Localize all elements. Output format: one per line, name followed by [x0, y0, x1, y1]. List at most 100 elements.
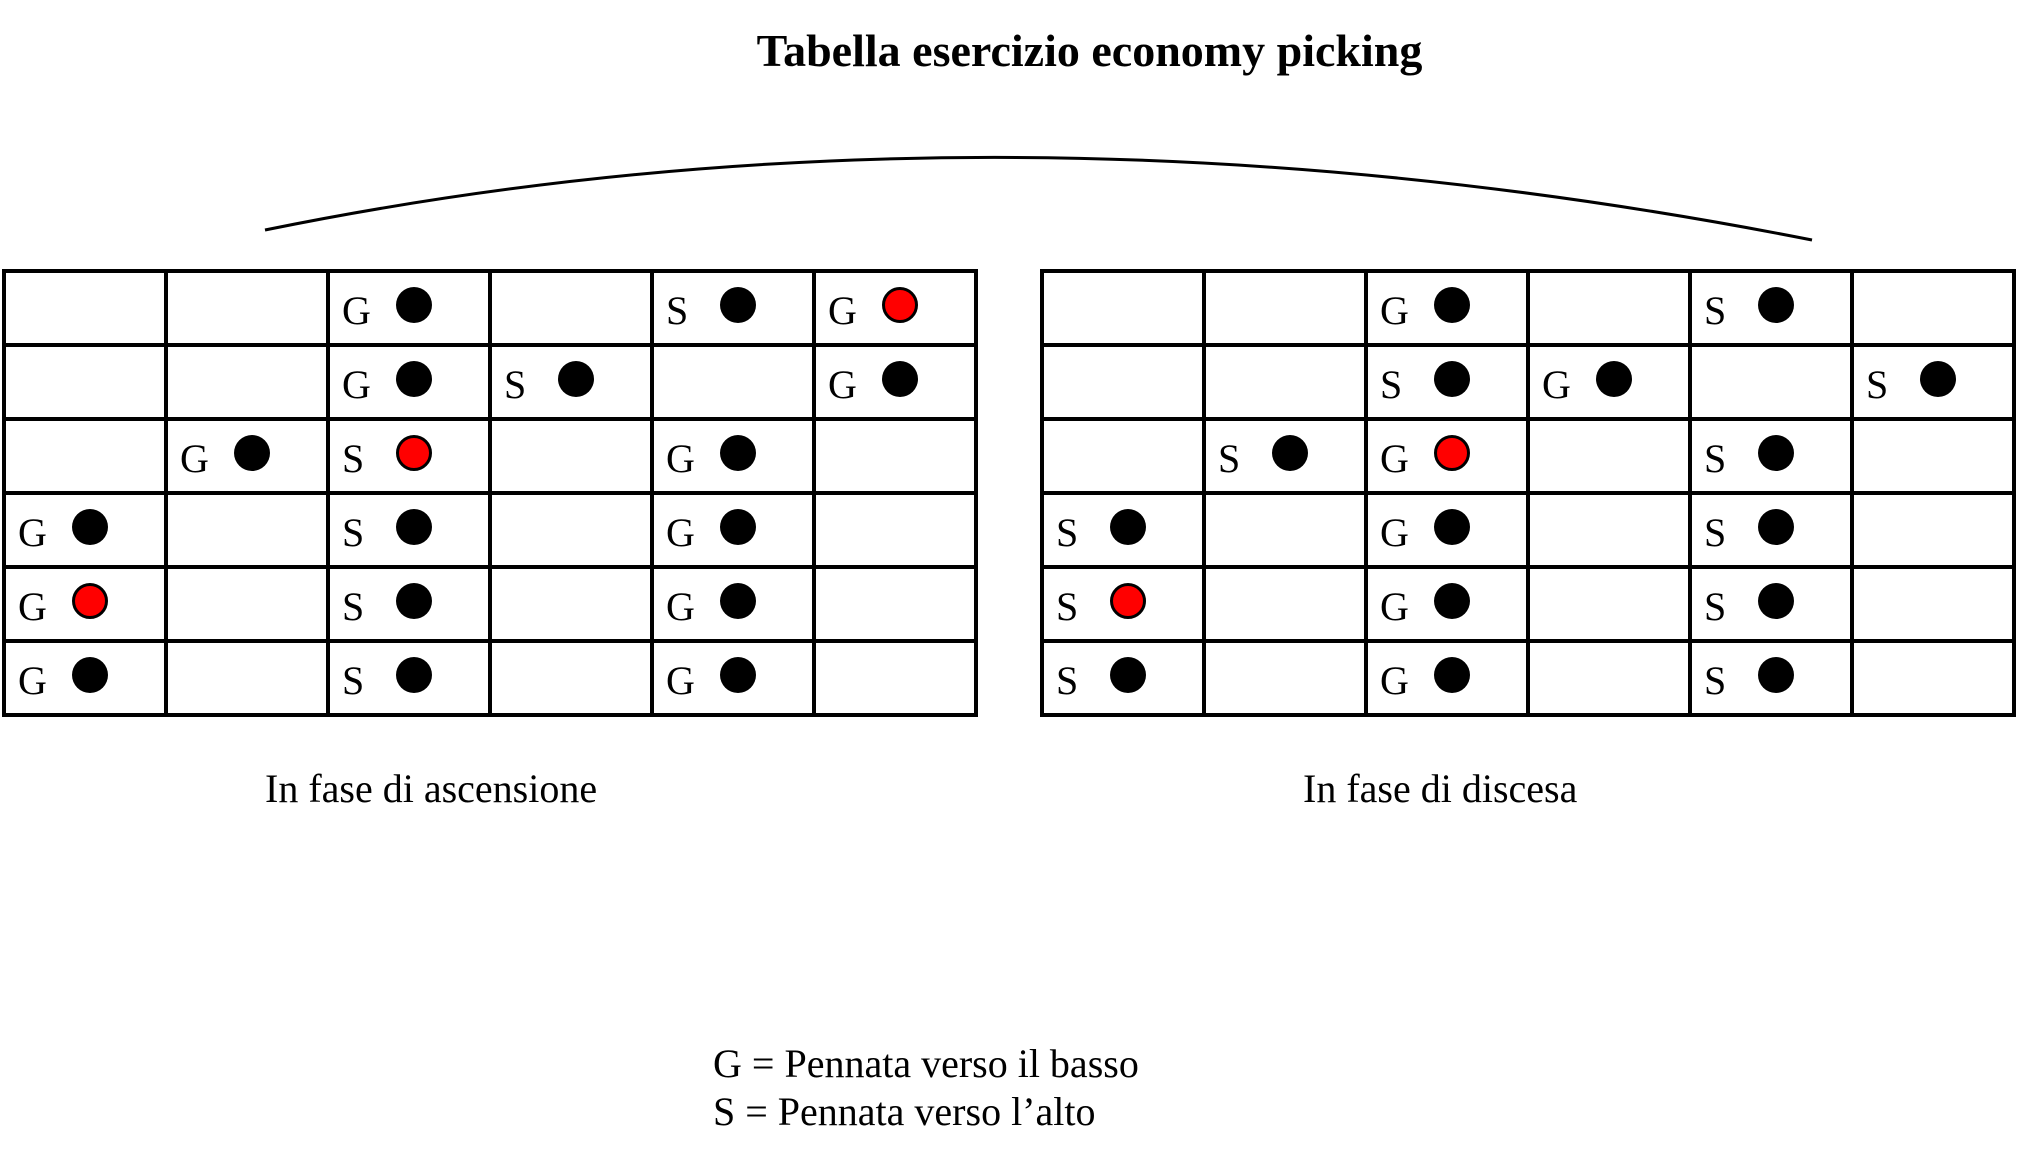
upstroke-label: S — [1704, 436, 1727, 481]
fret-cell: S — [1040, 565, 1206, 643]
legend-downstroke: G = Pennata verso il basso — [713, 1041, 1139, 1086]
downstroke-label: G — [666, 658, 695, 703]
note-dot — [1758, 583, 1794, 619]
fret-cell — [164, 491, 330, 569]
upstroke-label: S — [1056, 658, 1079, 703]
fret-cell — [1040, 269, 1206, 347]
fret-cell — [1040, 417, 1206, 495]
fret-cell — [1850, 269, 2016, 347]
fret-cell: G — [2, 491, 168, 569]
fret-cell: S — [326, 639, 492, 717]
fret-cell: S — [1202, 417, 1368, 495]
fret-cell — [1526, 491, 1692, 569]
fret-cell: G — [812, 343, 978, 421]
fret-cell — [1526, 269, 1692, 347]
fret-cell — [1526, 639, 1692, 717]
fret-cell — [2, 343, 168, 421]
fret-cell — [1850, 639, 2016, 717]
downstroke-label: G — [342, 362, 371, 407]
downstroke-label: G — [1380, 436, 1409, 481]
fret-cell — [1526, 565, 1692, 643]
upstroke-label: S — [1056, 584, 1079, 629]
upstroke-label: S — [1704, 288, 1727, 333]
ascending-caption: In fase di ascensione — [265, 766, 598, 811]
root-note-dot — [72, 583, 108, 619]
downstroke-label: G — [666, 436, 695, 481]
fret-cell — [488, 417, 654, 495]
fret-cell — [650, 343, 816, 421]
note-dot — [1758, 657, 1794, 693]
upstroke-label: S — [342, 584, 365, 629]
note-dot — [72, 657, 108, 693]
note-dot — [396, 583, 432, 619]
legend: G = Pennata verso il basso S = Pennata v… — [713, 1040, 1139, 1136]
upstroke-label: S — [1056, 510, 1079, 555]
note-dot — [396, 657, 432, 693]
note-dot — [396, 287, 432, 323]
downstroke-label: G — [828, 362, 857, 407]
note-dot — [1920, 361, 1956, 397]
note-dot — [1758, 509, 1794, 545]
note-dot — [1596, 361, 1632, 397]
fret-cell: S — [1688, 269, 1854, 347]
fret-cell — [1202, 565, 1368, 643]
root-note-dot — [396, 435, 432, 471]
downstroke-label: G — [1380, 288, 1409, 333]
fret-cell — [1202, 491, 1368, 569]
fret-cell: G — [650, 417, 816, 495]
fret-cell: G — [1364, 269, 1530, 347]
upstroke-label: S — [1704, 658, 1727, 703]
note-dot — [720, 287, 756, 323]
fret-cell — [1040, 343, 1206, 421]
fret-cell: G — [1364, 417, 1530, 495]
fret-cell: G — [1364, 491, 1530, 569]
note-dot — [882, 361, 918, 397]
upstroke-label: S — [1380, 362, 1403, 407]
downstroke-label: G — [828, 288, 857, 333]
downstroke-label: G — [666, 584, 695, 629]
note-dot — [720, 435, 756, 471]
fret-cell: G — [2, 565, 168, 643]
fret-cell: S — [650, 269, 816, 347]
fret-cell — [812, 565, 978, 643]
fret-cell: S — [1688, 639, 1854, 717]
fret-cell — [1850, 565, 2016, 643]
fret-cell — [488, 491, 654, 569]
downstroke-label: G — [1380, 584, 1409, 629]
downstroke-label: G — [1380, 658, 1409, 703]
upstroke-label: S — [342, 510, 365, 555]
fret-cell: S — [1688, 417, 1854, 495]
fret-cell — [812, 417, 978, 495]
note-dot — [720, 509, 756, 545]
fret-cell: G — [812, 269, 978, 347]
downstroke-label: G — [18, 510, 47, 555]
fret-cell — [1526, 417, 1692, 495]
note-dot — [396, 361, 432, 397]
fret-cell: S — [1688, 491, 1854, 569]
root-note-dot — [1434, 435, 1470, 471]
note-dot — [720, 583, 756, 619]
note-dot — [1434, 583, 1470, 619]
fret-cell: S — [326, 417, 492, 495]
fret-cell — [812, 639, 978, 717]
fret-cell — [164, 639, 330, 717]
note-dot — [558, 361, 594, 397]
note-dot — [1434, 509, 1470, 545]
upstroke-label: S — [1704, 584, 1727, 629]
downstroke-label: G — [18, 584, 47, 629]
fret-cell: S — [326, 565, 492, 643]
fret-cell — [1688, 343, 1854, 421]
fret-cell: G — [326, 343, 492, 421]
fret-cell: S — [326, 491, 492, 569]
note-dot — [1110, 657, 1146, 693]
